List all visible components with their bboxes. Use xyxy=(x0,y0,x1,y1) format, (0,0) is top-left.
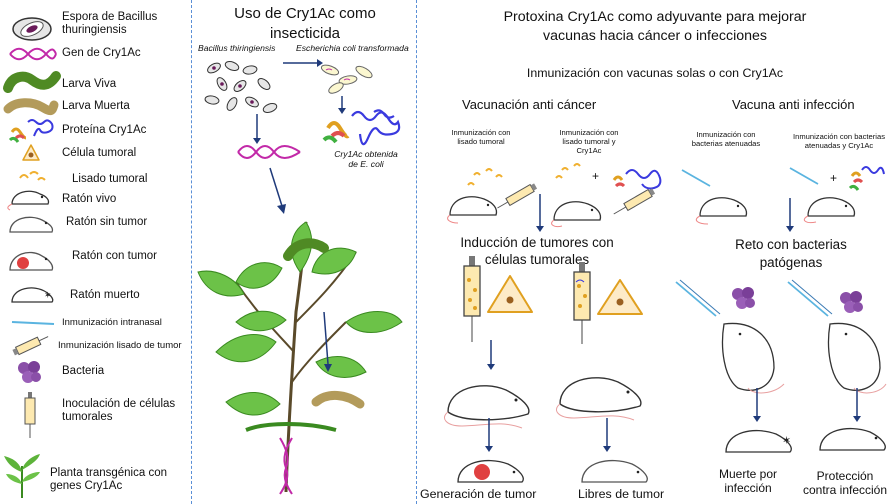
cancer-mouse-b xyxy=(556,377,642,421)
protein-label: Cry1Ac obtenida de E. coli xyxy=(334,149,398,169)
arrow-infection-1 xyxy=(786,198,794,232)
legend-label-mouse-no-tumor: Ratón sin tumor xyxy=(66,216,148,228)
insecticide-title: Uso de Cry1Ac como insecticida xyxy=(234,5,376,42)
tumor-cell-icon xyxy=(22,144,40,161)
divider-right xyxy=(416,0,417,504)
bacteria-icon xyxy=(18,361,41,383)
arrow-bt-to-ecoli xyxy=(283,59,323,67)
ecoli-cluster-icon xyxy=(320,64,373,94)
arrow-cancer-3b xyxy=(603,418,611,452)
legend-label-plant: Planta transgénica con genes Cry1Ac xyxy=(50,467,167,493)
cancer-imm2-label: Inmunización con lisado tumoral y Cry1Ac xyxy=(559,128,619,156)
legend-label-syringe-cells: Inoculación de células tumorales xyxy=(62,398,176,424)
arrow-bt-to-dna xyxy=(253,114,261,144)
cancer-mouse-lysate xyxy=(447,168,538,224)
bt-label: Bacillus thiringiensis xyxy=(198,43,276,53)
infection-plus-sign: + xyxy=(830,171,838,185)
legend-label-dead-larva: Larva Muerta xyxy=(62,100,130,112)
protected-mouse-result xyxy=(819,428,886,451)
legend-label-live-mouse: Ratón vivo xyxy=(62,193,117,205)
arrow-ecoli-to-protein xyxy=(338,96,346,114)
challenge-label: Reto con bacterias patógenas xyxy=(735,237,847,271)
infection-challenge-2 xyxy=(787,279,863,317)
dead-mouse-result: ✶ xyxy=(725,430,792,453)
legend-label-intranasal: Inmunización intranasal xyxy=(62,317,162,328)
syringe-cells-icon xyxy=(24,392,36,438)
arrow-cancer-2 xyxy=(487,340,495,370)
legend-label-tumor-cell: Célula tumoral xyxy=(62,147,137,159)
infection-challenge-1 xyxy=(675,279,755,317)
infection-mouse-challenged-1 xyxy=(721,322,785,394)
legend-label-protein: Proteína Cry1Ac xyxy=(62,124,147,136)
cancer-tumor-injection-2 xyxy=(573,262,643,344)
legend-label-syringe-lysate: Inmunización lisado de tumor xyxy=(58,340,182,351)
legend-label-live-larva: Larva Viva xyxy=(62,78,117,90)
cancer-mouse-lysate-cry1ac xyxy=(551,163,662,227)
svg-text:✶: ✶ xyxy=(782,434,791,447)
arrow-cancer-1 xyxy=(536,194,544,232)
infection-mouse-attenuated-cry1ac xyxy=(789,166,885,223)
mouse-tumor-icon xyxy=(9,251,54,271)
mouse-no-tumor-result xyxy=(581,460,648,483)
legend-label-lysate: Lisado tumoral xyxy=(72,173,148,185)
infection-imm2-label: Inmunización con bacterias atenuadas y C… xyxy=(792,132,886,151)
legend-label-spore: Espora de Bacillus thuringiensis xyxy=(62,11,158,37)
dead-larva-icon xyxy=(3,98,59,116)
plant-icon xyxy=(4,454,40,498)
cancer-result-2: Libres de tumor xyxy=(578,487,665,501)
legend-label-dead-mouse: Ratón muerto xyxy=(70,289,140,301)
intranasal-icon xyxy=(11,321,55,325)
arrow-dna-to-plant xyxy=(269,167,286,214)
cancer-tumor-injection-1 xyxy=(463,256,533,342)
infection-title: Vacuna anti infección xyxy=(732,97,855,112)
cancer-result-1: Generación de tumor xyxy=(420,487,537,501)
cry1ac-gene-icon xyxy=(237,145,301,159)
spore-icon xyxy=(12,17,52,41)
cancer-title: Vacunación anti cáncer xyxy=(462,97,597,112)
infection-mouse-attenuated xyxy=(681,169,748,225)
live-larva-icon xyxy=(3,71,61,93)
infection-imm1-label: Inmunización con bacterias atenuadas xyxy=(691,130,761,149)
bacillus-cluster-icon xyxy=(204,61,278,113)
protein-icon xyxy=(8,119,54,143)
mouse-no-tumor-icon xyxy=(9,216,54,233)
vaccine-title: Protoxina Cry1Ac como adyuvante para mej… xyxy=(503,9,807,45)
ecoli-label: Escherichia coli transformada xyxy=(296,43,409,53)
live-mouse-icon xyxy=(7,190,50,211)
arrow-infection-2a xyxy=(753,388,761,422)
infection-result-2: Protección contra infección xyxy=(802,469,888,498)
divider-left xyxy=(191,0,192,504)
svg-text:✶: ✶ xyxy=(44,291,52,301)
arrow-infection-2b xyxy=(853,388,861,422)
cancer-imm1-label: Inmunización con lisado tumoral xyxy=(451,128,511,147)
legend-label-dna: Gen de Cry1Ac xyxy=(62,47,141,59)
cry1ac-protein-icon xyxy=(322,109,401,146)
infection-result-1: Muerte por infección xyxy=(718,467,778,496)
transgenic-plant-icon xyxy=(197,221,403,495)
lysate-icon xyxy=(19,171,46,181)
dna-icon xyxy=(9,47,57,61)
vaccine-subtitle: Inmunización con vacunas solas o con Cry… xyxy=(526,66,784,80)
mouse-with-tumor-result xyxy=(457,460,524,483)
tumor-induction-label: Inducción de tumores con células tumoral… xyxy=(460,235,614,268)
legend-label-bacteria: Bacteria xyxy=(62,365,105,377)
dead-mouse-icon: ✶ xyxy=(11,287,54,303)
legend-label-mouse-tumor: Ratón con tumor xyxy=(72,250,158,262)
cancer-mouse-a xyxy=(444,385,530,429)
arrow-cancer-3a xyxy=(485,418,493,452)
cancer-plus-sign: + xyxy=(592,169,600,183)
syringe-lysate-icon xyxy=(12,336,49,356)
infection-mouse-challenged-2 xyxy=(827,322,887,394)
